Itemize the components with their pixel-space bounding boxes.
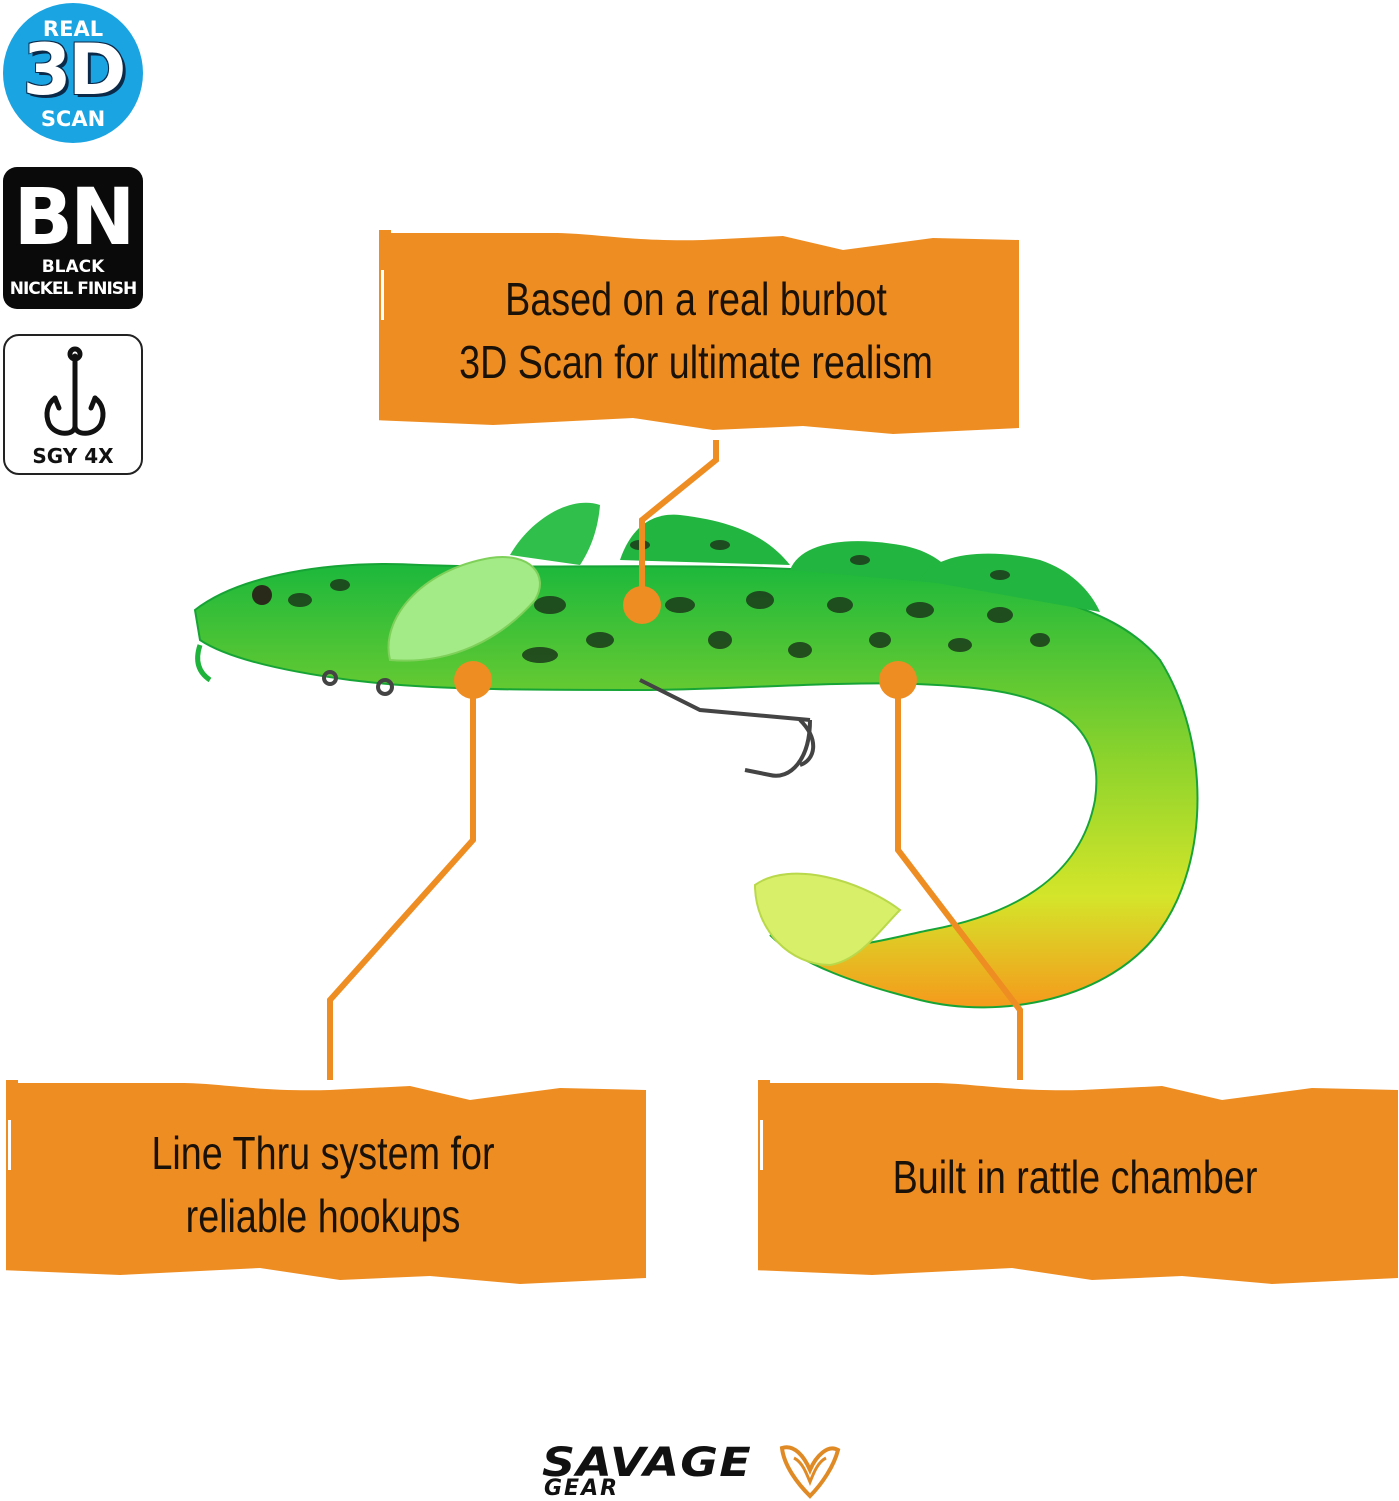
badge-bn-line1: BLACK: [41, 257, 105, 277]
badge-bn-line2: NICKEL FINISH: [9, 279, 138, 299]
lure-body: [193, 563, 1199, 1009]
treble-hook-icon: [44, 346, 106, 436]
leader-line-rattle: [895, 680, 1023, 1085]
logo-word-gear: GEAR: [544, 1476, 620, 1501]
leader-lines: [327, 440, 1023, 1085]
savage-gear-logo: SAVAGE GEAR: [542, 1440, 852, 1501]
lure-pectoral-fin: [387, 556, 541, 662]
logo-mark-icon: [779, 1445, 841, 1499]
lure-spots: [288, 540, 1050, 663]
callout-rattle-chamber-line1: Built in rattle chamber: [892, 1151, 1258, 1203]
callout-line-thru: Line Thru system for reliable hookups: [0, 1080, 646, 1290]
hook-badge: SGY 4X: [3, 334, 143, 475]
callout-line-thru-line1: Line Thru system for: [151, 1127, 495, 1179]
badge-scan-top-text: REAL: [42, 17, 104, 41]
logo-word-savage: SAVAGE: [542, 1440, 752, 1486]
lure-tail: [753, 872, 902, 967]
callout-3d-scan: Based on a real burbot 3D Scan for ultim…: [373, 230, 1019, 440]
leader-line-line-thru: [327, 680, 476, 1085]
hook-badge-label: SGY 4X: [32, 444, 114, 468]
lure-dorsal-fin-1: [510, 502, 600, 565]
leader-line-scan: [639, 440, 719, 605]
callout-rattle-chamber: Built in rattle chamber: [752, 1080, 1398, 1290]
lure-dorsal-fin-4: [920, 553, 1100, 612]
black-nickel-finish-badge: BN BLACK NICKEL FINISH: [3, 167, 143, 309]
lure-hook: [322, 670, 816, 778]
lure-eye: [252, 585, 272, 605]
lure-dorsal-fin-3: [790, 541, 960, 585]
callout-3d-scan-line2: 3D Scan for ultimate realism: [459, 336, 933, 388]
lure-dorsal-fin-2: [620, 514, 790, 565]
badge-bn-text: BN: [13, 173, 136, 263]
badge-scan-bottom-text: SCAN: [40, 107, 106, 131]
lure-illustration: [193, 440, 1199, 1085]
badge-scan-big-text: 3D: [22, 29, 127, 111]
callout-3d-scan-line1: Based on a real burbot: [505, 273, 887, 325]
real-3d-scan-badge: REAL 3D SCAN: [3, 3, 143, 143]
lure-barbel: [195, 644, 212, 683]
callout-line-thru-line2: reliable hookups: [185, 1190, 461, 1242]
leader-dots: [454, 586, 917, 699]
